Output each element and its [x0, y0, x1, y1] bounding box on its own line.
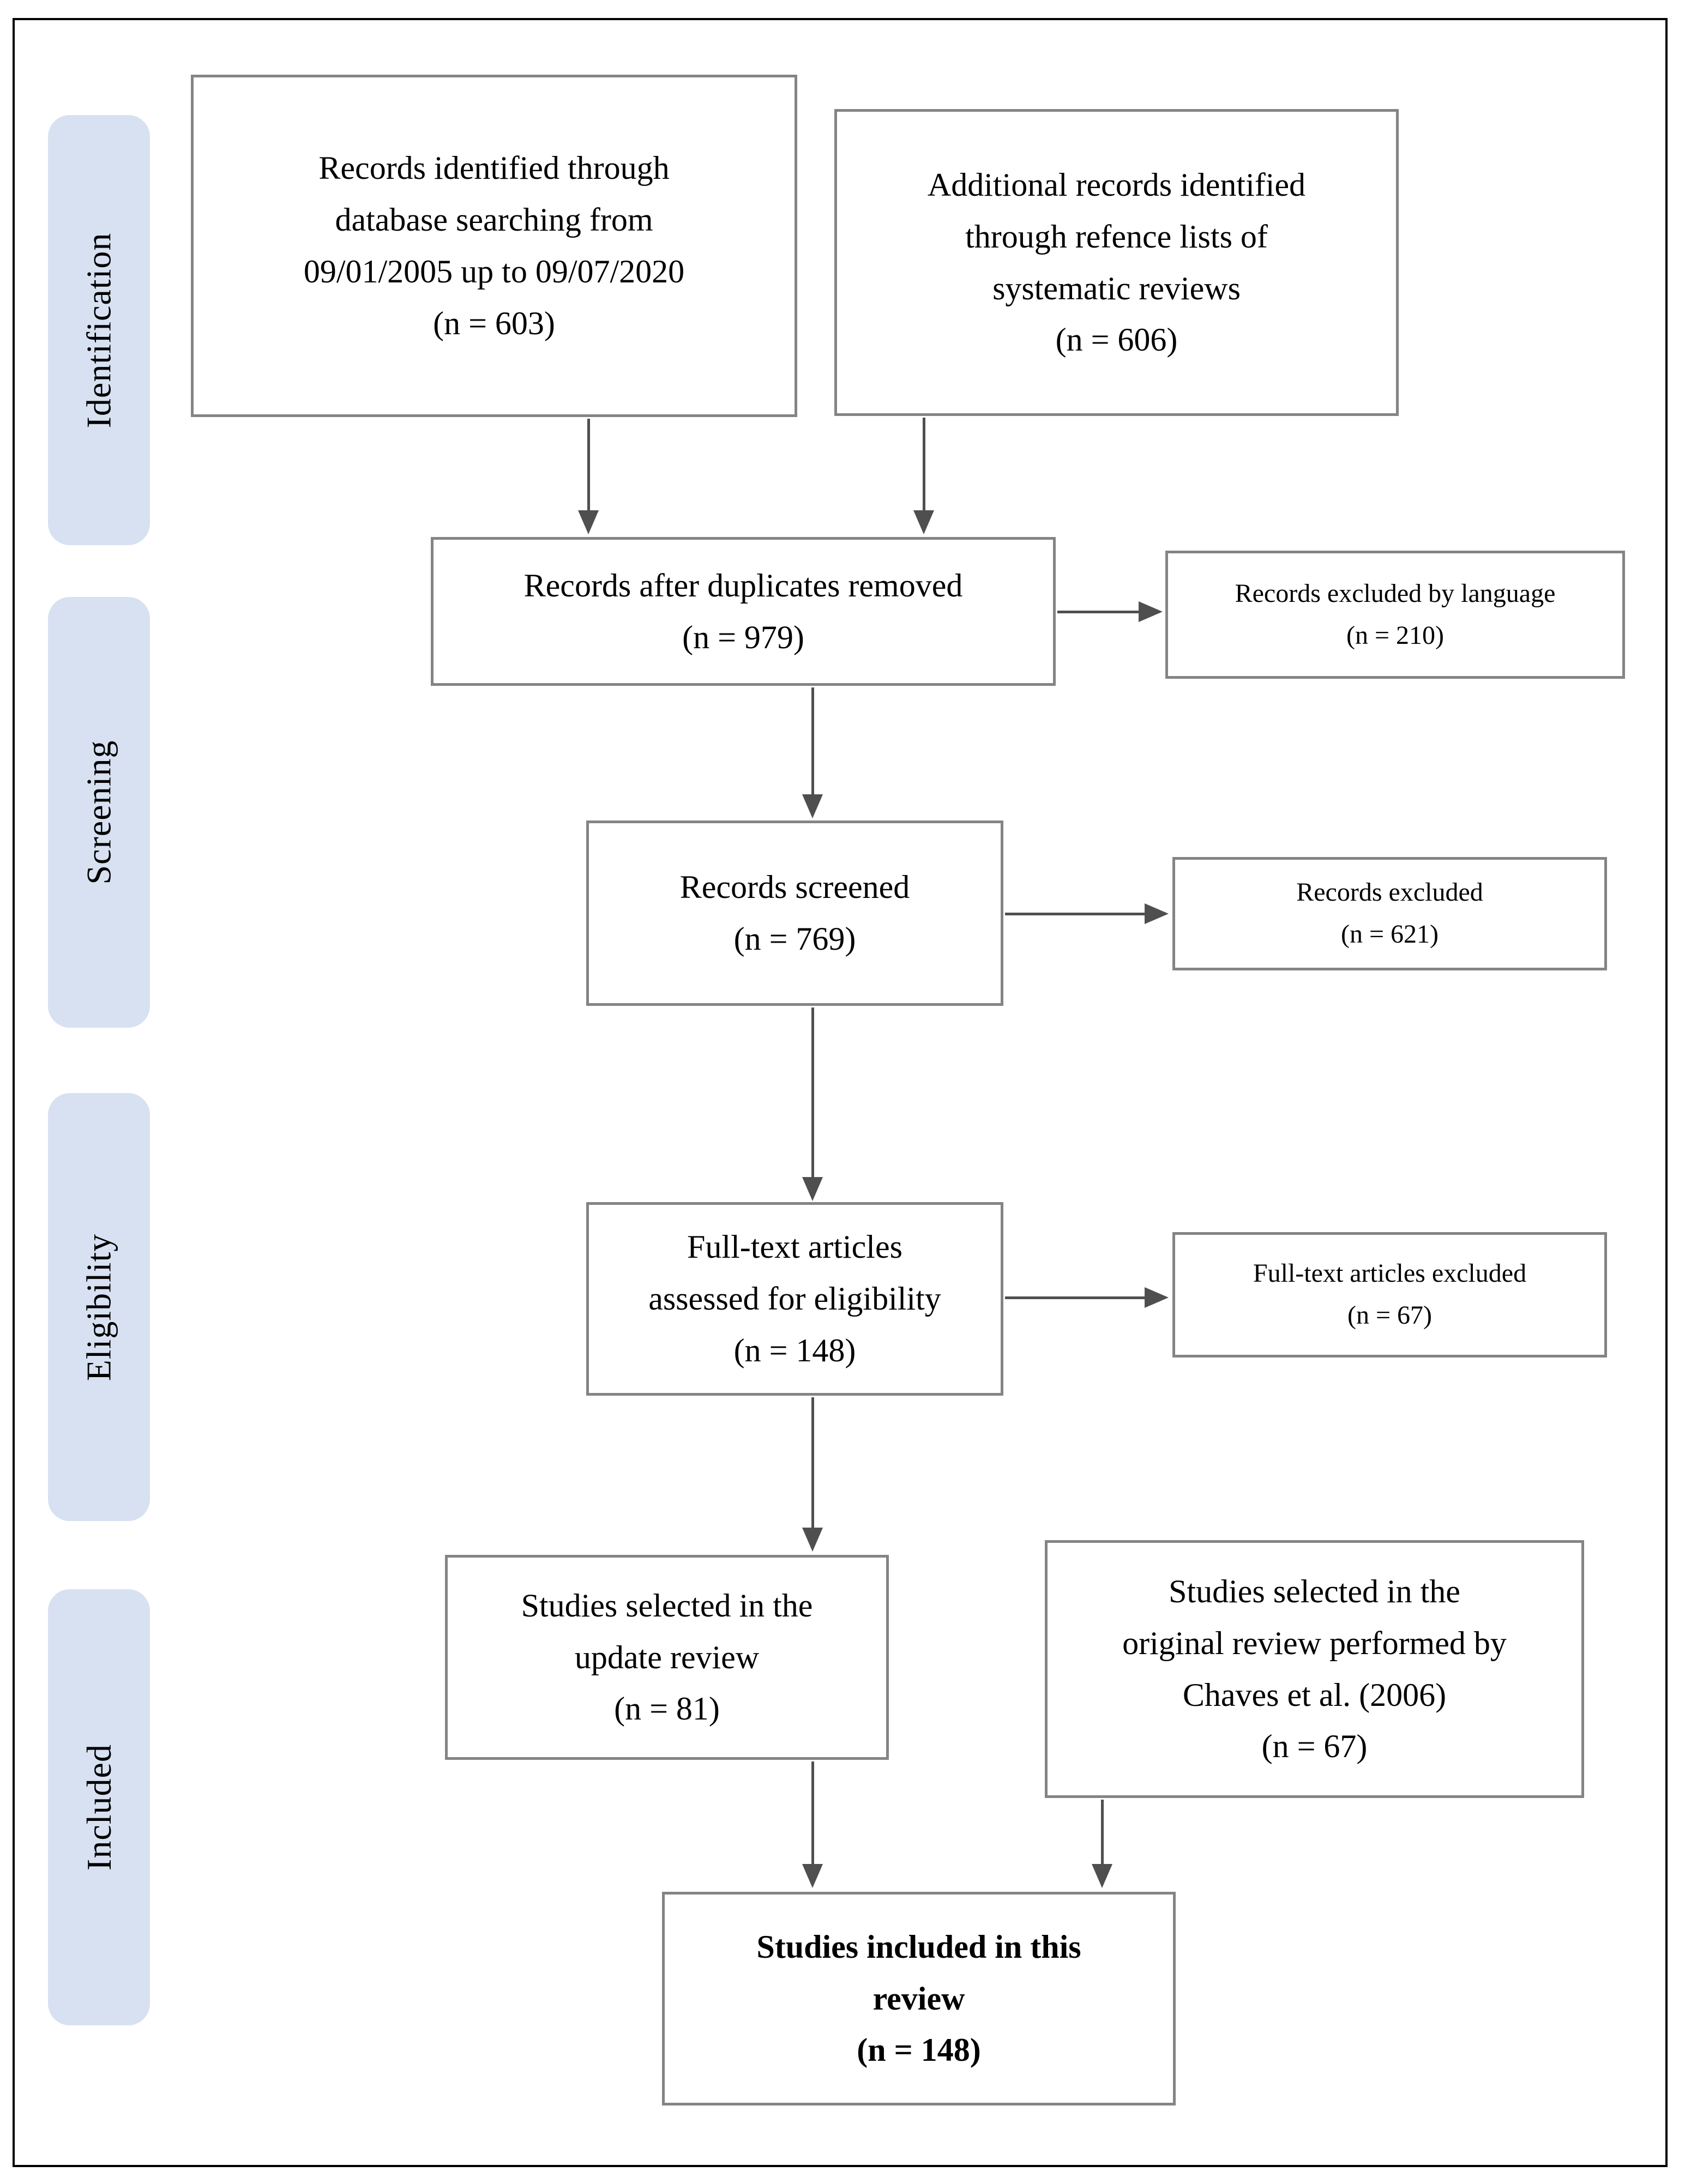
stage-label-identification: Identification [48, 115, 150, 545]
box-line: Studies selected in the [1169, 1573, 1460, 1609]
box-line: Full-text articles [687, 1229, 902, 1265]
box-line: Records after duplicates removed [523, 567, 963, 604]
box-line: (n = 621) [1340, 920, 1439, 949]
box-line: Records screened [679, 869, 910, 906]
arrow-fulltext-to-excluded-icon [1005, 1287, 1169, 1308]
box-line: (n = 67) [1347, 1301, 1433, 1330]
box-line: Full-text articles excluded [1253, 1259, 1527, 1288]
box-line: update review [574, 1639, 760, 1675]
box-line: Records identified through [318, 150, 670, 186]
stage-label-text: Identification [79, 232, 118, 428]
box-line: 09/01/2005 up to 09/07/2020 [303, 254, 685, 289]
arrow-update-to-included-icon [802, 1761, 823, 1888]
box-line: Studies selected in the [521, 1587, 813, 1624]
box-records-after-duplicates: Records after duplicates removed (n = 97… [431, 537, 1056, 686]
box-fulltext-assessed: Full-text articles assessed for eligibil… [586, 1202, 1003, 1396]
box-additional-records: Additional records identified through re… [834, 109, 1399, 416]
stage-label-included: Included [48, 1589, 150, 2025]
arrow-fulltext-to-update-review-icon [802, 1397, 823, 1552]
box-line: (n = 148) [733, 1332, 856, 1368]
box-line: (n = 210) [1346, 620, 1445, 650]
box-line: (n = 979) [682, 619, 804, 655]
arrow-duplicates-to-screened-icon [802, 687, 823, 818]
stage-label-text: Screening [79, 740, 118, 885]
stage-label-text: Eligibility [79, 1233, 118, 1381]
box-fulltext-excluded: Full-text articles excluded (n = 67) [1172, 1232, 1607, 1358]
arrow-additional-to-duplicates-icon [913, 418, 934, 534]
stage-label-eligibility: Eligibility [48, 1093, 150, 1521]
box-line: systematic reviews [992, 270, 1241, 306]
box-records-excluded-language: Records excluded by language (n = 210) [1165, 551, 1625, 679]
arrow-original-to-included-icon [1092, 1800, 1112, 1888]
box-update-review-selected: Studies selected in the update review (n… [445, 1555, 889, 1760]
box-line: (n = 81) [614, 1691, 720, 1727]
box-line: (n = 67) [1261, 1728, 1368, 1765]
box-line: assessed for eligibility [648, 1281, 941, 1317]
box-line: original review performed by [1122, 1625, 1507, 1661]
box-line: Records excluded by language [1235, 578, 1556, 608]
box-records-excluded: Records excluded (n = 621) [1172, 857, 1607, 970]
box-studies-included: Studies included in this review (n = 148… [662, 1892, 1176, 2105]
box-original-review-selected: Studies selected in the original review … [1045, 1540, 1584, 1798]
box-line: through refence lists of [965, 218, 1268, 255]
box-line: Records excluded [1296, 878, 1483, 907]
box-line: Studies included in this [756, 1928, 1081, 1965]
box-line: (n = 769) [733, 921, 856, 957]
arrow-identified-to-duplicates-icon [578, 419, 599, 534]
box-line: database searching from [335, 202, 653, 238]
box-line: Chaves et al. (2006) [1182, 1676, 1447, 1713]
box-line: review [872, 1980, 965, 2017]
box-line: (n = 606) [1055, 322, 1178, 358]
outer-border [13, 18, 1668, 2167]
box-line: (n = 148) [857, 2032, 981, 2068]
box-records-identified: Records identified through database sear… [191, 75, 797, 417]
stage-label-text: Included [79, 1744, 118, 1871]
box-records-screened: Records screened (n = 769) [586, 820, 1003, 1006]
box-line: (n = 603) [433, 305, 555, 341]
box-line: Additional records identified [927, 166, 1306, 203]
arrow-screened-to-excluded-icon [1005, 903, 1169, 924]
arrow-duplicates-to-excluded-language-icon [1057, 601, 1163, 622]
arrow-screened-to-fulltext-icon [802, 1007, 823, 1201]
stage-label-screening: Screening [48, 597, 150, 1028]
